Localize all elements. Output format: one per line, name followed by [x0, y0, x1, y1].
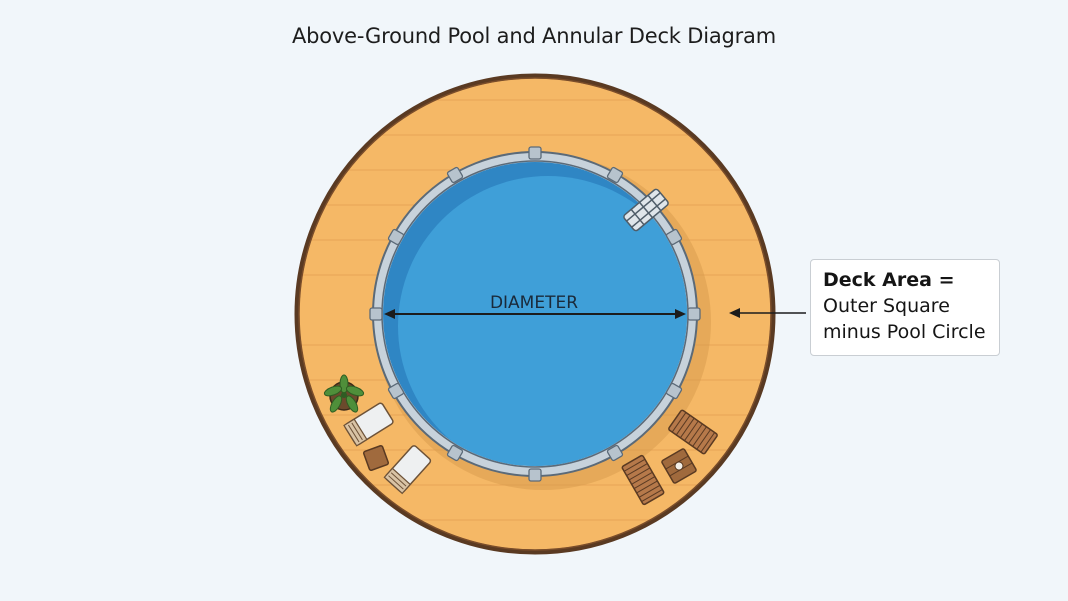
diameter-arrow — [384, 309, 686, 319]
deck-area-callout: Deck Area = Outer Square minus Pool Circ… — [810, 259, 1000, 356]
deck-bench-icon — [621, 454, 665, 506]
diagram-title: Above-Ground Pool and Annular Deck Diagr… — [291, 24, 776, 48]
potted-plant-icon — [323, 374, 365, 413]
rim-posts — [369, 146, 701, 482]
callout-heading: Deck Area = — [823, 269, 955, 291]
side-table-icon — [362, 444, 390, 472]
ladder-icon — [623, 188, 669, 232]
lounge-chair-icon — [383, 445, 432, 495]
callout-text-line-2: minus Pool Circle — [823, 321, 986, 343]
diameter-label: DIAMETER — [490, 293, 578, 313]
callout-text-line-1: Outer Square — [823, 295, 950, 317]
side-table-icon — [661, 448, 697, 484]
lounge-chair-icon — [343, 402, 394, 447]
deck-bench-icon — [668, 409, 718, 455]
callout-arrow — [729, 308, 806, 318]
